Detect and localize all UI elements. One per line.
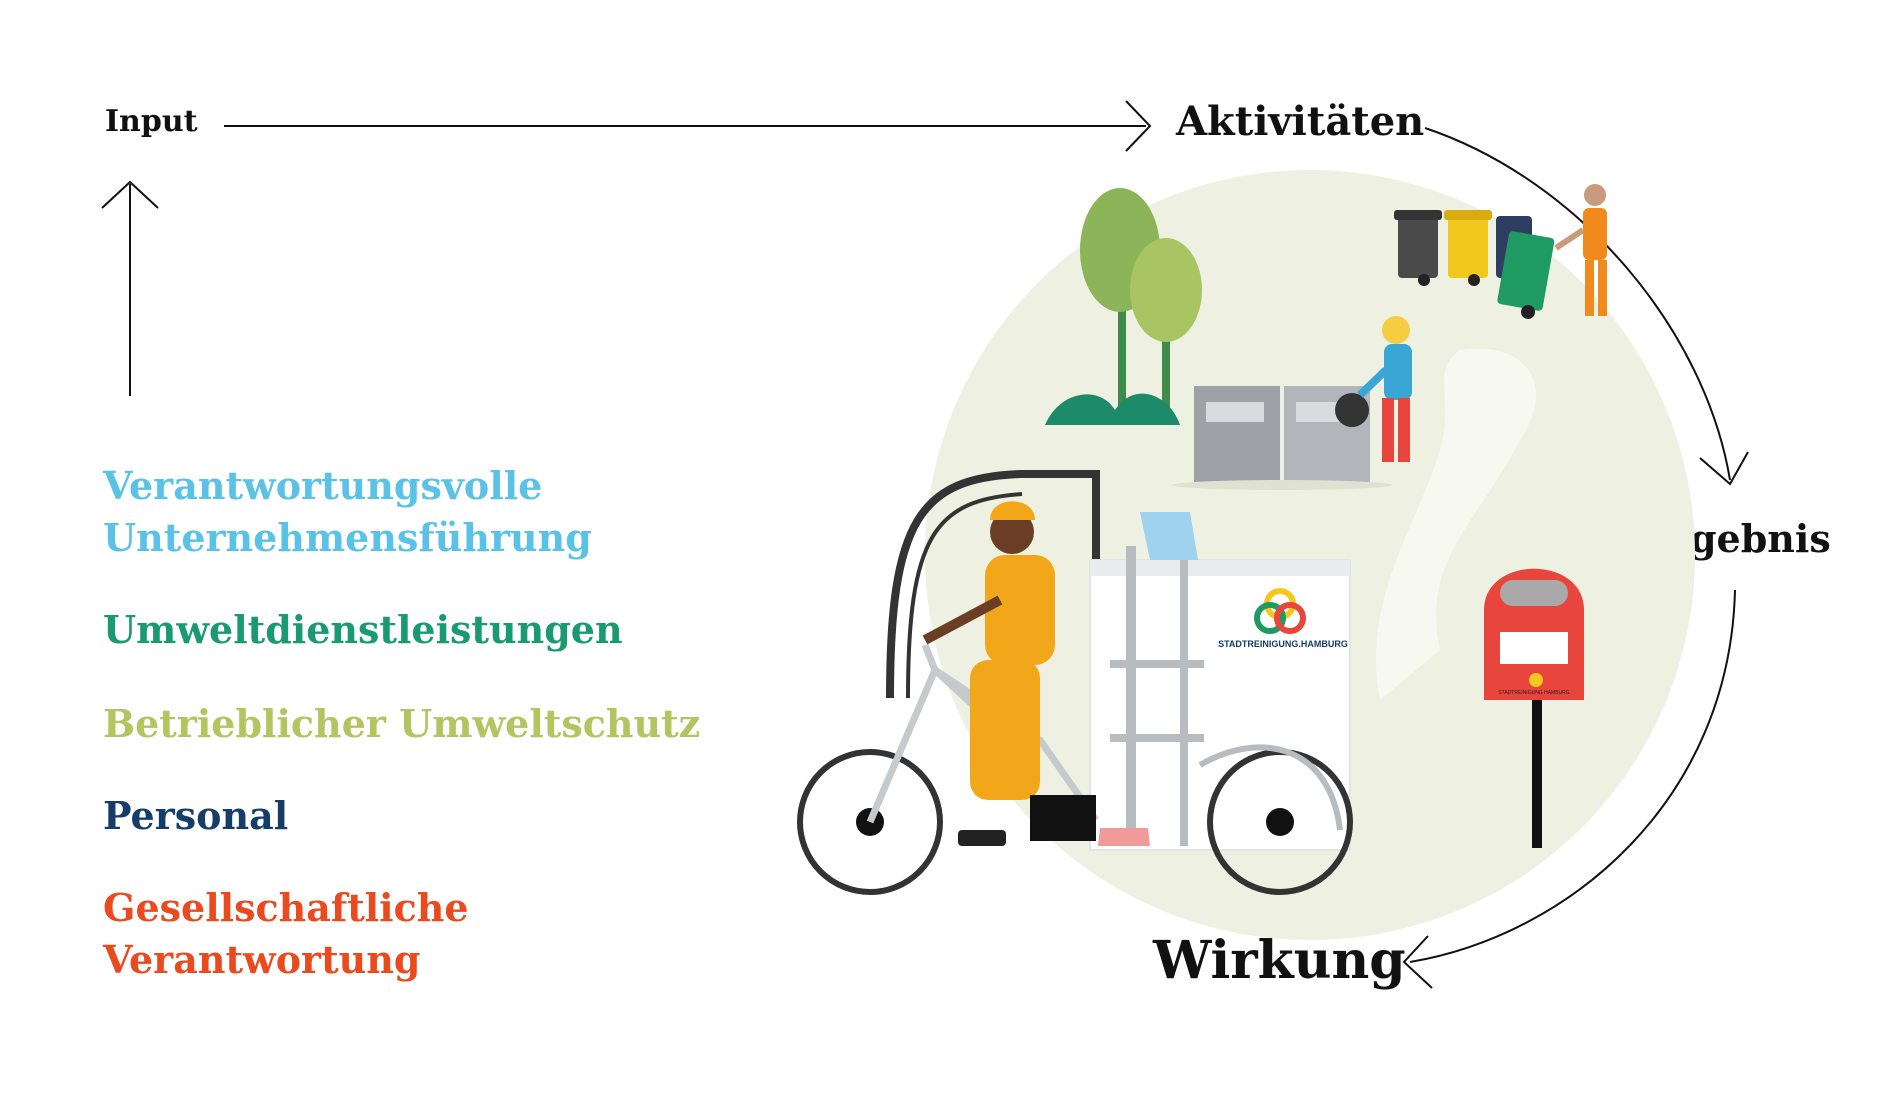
category-governance-line-1: Verantwortungsvolle (103, 463, 543, 508)
category-social-responsibility-line-1: Gesellschaftliche (103, 885, 469, 930)
tree-icon (1045, 188, 1202, 425)
category-environmental-services: Umweltdienstleistungen (103, 604, 623, 656)
bike-logo-text: STADTREINIGUNG.HAMBURG (1218, 639, 1348, 649)
category-operational-env-protection-line-1: Betrieblicher Umweltschutz (103, 701, 701, 746)
impact-label: Wirkung (1153, 930, 1406, 991)
category-personnel-line-1: Personal (103, 793, 289, 838)
person-icon (1554, 184, 1607, 316)
category-governance-line-2: Unternehmensführung (103, 515, 592, 560)
category-personnel: Personal (103, 790, 288, 842)
bin-logo-text: STADTREINIGUNG HAMBURG (1498, 690, 1569, 696)
arrow-right-icon (224, 100, 1152, 152)
scene-path (1375, 348, 1537, 700)
activities-label: Aktivitäten (1176, 98, 1425, 145)
arrow-up-icon (101, 180, 159, 396)
arrow-activities-to-result-icon (1424, 127, 1749, 486)
category-social-responsibility: Gesellschaftliche Verantwortung (103, 882, 469, 986)
category-social-responsibility-line-2: Verantwortung (103, 937, 421, 982)
company-logo-icon (1254, 588, 1306, 634)
category-operational-env-protection: Betrieblicher Umweltschutz (103, 698, 700, 750)
litter-bin-icon: STADTREINIGUNG HAMBURG (1484, 568, 1584, 848)
person-icon (922, 501, 1096, 846)
category-governance: Verantwortungsvolle Unternehmensführung (103, 460, 592, 564)
waste-bin-icon (1394, 210, 1555, 319)
arrow-result-to-impact-icon (1402, 589, 1736, 989)
input-label: Input (105, 104, 198, 139)
person-icon (1335, 316, 1412, 462)
cargo-bike-icon: STADTREINIGUNG.HAMBURG (797, 470, 1353, 895)
flow-arrows (101, 100, 1749, 989)
category-environmental-services-line-1: Umweltdienstleistungen (103, 607, 623, 652)
